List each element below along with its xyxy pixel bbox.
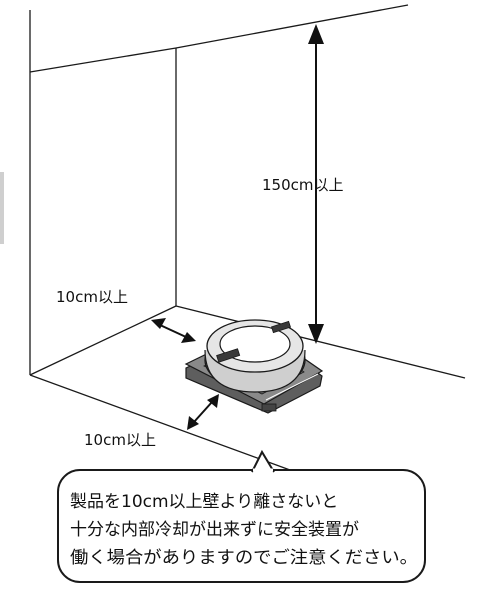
caution-note: 製品を10cm以上壁より離さないと 十分な内部冷却が出来ずに安全装置が 働く場合… [57,449,426,583]
edge-mark [0,172,4,244]
ceiling-left-line [29,47,177,73]
caution-note-line-2: 十分な内部冷却が出来ずに安全装置が [70,520,359,540]
caution-note-box [57,469,426,583]
caution-note-line-3: 働く場合がありますのでご注意ください。 [70,548,418,568]
side-arrow-line [159,324,187,338]
side-arrow-head-b [181,332,196,343]
front-arrow-line [193,401,213,423]
ceiling-right-line [175,4,409,49]
appliance-foot [261,403,277,412]
room-outline [29,4,466,471]
floor-left-line [29,305,177,376]
caution-note-line-1: 製品を10cm以上壁より離さないと [70,492,338,512]
back-clearance-label: 10cm以上 [84,431,156,449]
floor-back-line [175,305,466,379]
height-arrow-head-top [308,24,324,44]
pot-handle-left [216,348,241,363]
height-arrow-head-bottom [308,324,324,344]
floor-front-line [29,374,291,471]
height-clearance-label: 150cm以上 [262,176,344,194]
side-clearance-label: 10cm以上 [56,288,128,306]
front-arrow-head-a [187,416,199,430]
caution-note-tail [251,449,275,473]
appliance-edge-highlight [265,373,319,401]
appliance [184,319,324,414]
dimension-arrows [151,24,324,430]
front-arrow-head-b [207,394,219,408]
pot-handle-right [271,320,291,334]
side-arrow-head-a [151,318,166,329]
